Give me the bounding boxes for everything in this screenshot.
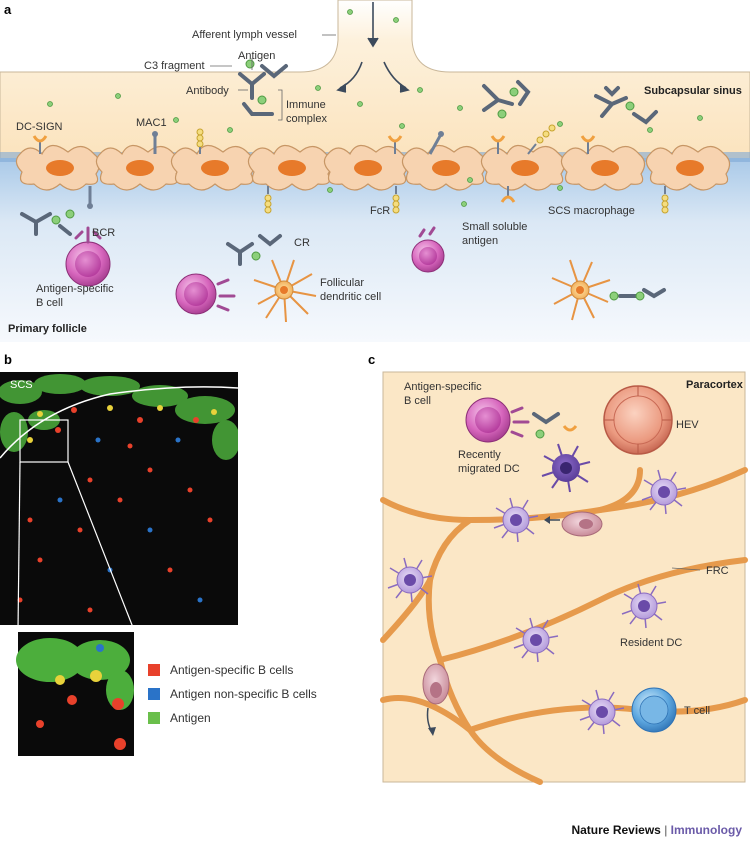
label-small-soluble-antigen-line1: Small soluble xyxy=(462,221,527,233)
label-paracortex: Paracortex xyxy=(686,379,744,391)
panel-c: c xyxy=(368,352,745,782)
footer-journal: Nature Reviews xyxy=(571,823,660,837)
legend-swatch-non-specific xyxy=(148,688,160,700)
label-subcapsular-sinus: Subcapsular sinus xyxy=(644,85,742,97)
panel-b: b xyxy=(0,352,317,756)
label-frc: FRC xyxy=(706,565,729,577)
label-scs: SCS xyxy=(10,379,33,391)
label-mac1: MAC1 xyxy=(136,117,167,129)
legend: Antigen-specific B cells Antigen non-spe… xyxy=(148,663,317,725)
label-recently-migrated-dc-line2: migrated DC xyxy=(458,463,520,475)
scs-macrophage xyxy=(481,145,564,190)
scs-macrophage xyxy=(96,145,179,190)
legend-label-antigen-specific: Antigen-specific B cells xyxy=(170,663,293,677)
label-scs-macrophage: SCS macrophage xyxy=(548,205,635,217)
label-antigen-specific-b-cell-line2: B cell xyxy=(36,297,63,309)
t-cell xyxy=(632,688,676,732)
label-antigen-specific-b-cell-line1: Antigen-specific xyxy=(36,283,114,295)
panel-b-letter: b xyxy=(4,352,12,367)
label-immune-complex-line2: complex xyxy=(286,113,327,125)
label-antigen-specific-b-cell-line1: Antigen-specific xyxy=(404,381,482,393)
label-primary-follicle: Primary follicle xyxy=(8,323,87,335)
label-hev: HEV xyxy=(676,419,699,431)
label-cr: CR xyxy=(294,237,310,249)
label-recently-migrated-dc-line1: Recently xyxy=(458,449,501,461)
legend-label-non-specific: Antigen non-specific B cells xyxy=(170,687,317,701)
migrating-cell xyxy=(562,512,602,536)
label-fcr: FcR xyxy=(370,205,390,217)
panel-a: a Afferent lymph vessel C3 fragment Anti… xyxy=(0,0,750,342)
migrating-cell xyxy=(423,664,449,704)
scs-macrophage xyxy=(402,145,485,190)
scs-macrophage xyxy=(16,145,99,190)
label-antigen: Antigen xyxy=(238,50,275,62)
label-follicular-dendritic-cell-line1: Follicular xyxy=(320,277,364,289)
scs-macrophage-row xyxy=(16,145,729,190)
label-immune-complex-line1: Immune xyxy=(286,99,326,111)
label-afferent-lymph-vessel: Afferent lymph vessel xyxy=(192,29,297,41)
hev xyxy=(604,386,672,454)
label-antigen-specific-b-cell-line2: B cell xyxy=(404,395,431,407)
panel-c-letter: c xyxy=(368,352,375,367)
label-bcr: BCR xyxy=(92,227,115,239)
label-dc-sign: DC-SIGN xyxy=(16,121,63,133)
footer-separator: | xyxy=(664,823,667,837)
scs-macrophage xyxy=(646,145,729,190)
scs-macrophage xyxy=(561,145,644,190)
label-antibody: Antibody xyxy=(186,85,229,97)
label-c3-fragment: C3 fragment xyxy=(144,60,205,72)
journal-footer: Nature Reviews | Immunology xyxy=(571,823,742,837)
footer-subject: Immunology xyxy=(671,823,742,837)
subcapsular-sinus-region xyxy=(0,0,750,160)
scs-macrophage xyxy=(171,145,254,190)
label-t-cell: T cell xyxy=(684,705,710,717)
legend-swatch-antigen-specific xyxy=(148,664,160,676)
scs-macrophage xyxy=(248,145,331,190)
paracortex-region xyxy=(383,372,745,782)
legend-label-antigen: Antigen xyxy=(170,711,211,725)
label-resident-dc: Resident DC xyxy=(620,637,682,649)
label-small-soluble-antigen-line2: antigen xyxy=(462,235,498,247)
label-follicular-dendritic-cell-line2: dendritic cell xyxy=(320,291,381,303)
legend-swatch-antigen xyxy=(148,712,160,724)
panel-a-letter: a xyxy=(4,2,12,17)
